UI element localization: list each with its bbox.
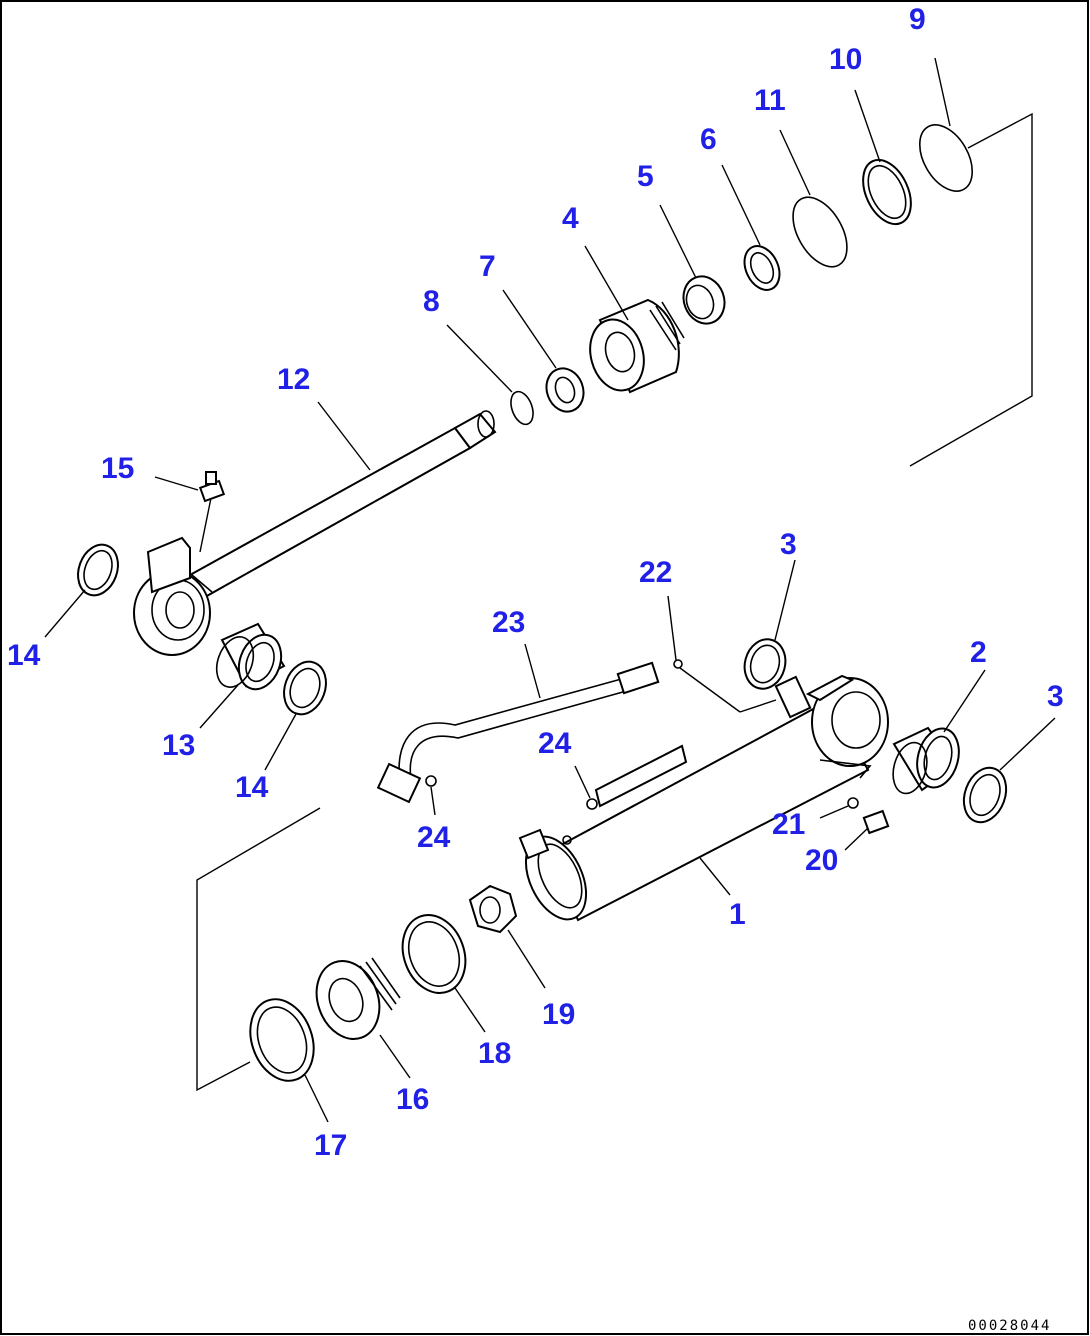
part-17-ring xyxy=(249,998,315,1082)
callout-11: 11 xyxy=(754,84,786,117)
callout-15: 15 xyxy=(101,452,134,485)
callout-19: 19 xyxy=(542,998,575,1031)
callout-8: 8 xyxy=(423,285,440,318)
callout-3-upper: 3 xyxy=(780,528,797,561)
part-5-bushing xyxy=(682,275,726,325)
part-13-bushing xyxy=(215,622,286,691)
bracket-upper xyxy=(909,112,1033,467)
part-3-seal-lower xyxy=(962,766,1008,824)
callout-18: 18 xyxy=(478,1037,511,1070)
callout-13: 13 xyxy=(162,729,195,762)
callout-5: 5 xyxy=(637,160,654,193)
part-8-snap-ring xyxy=(510,390,534,426)
part-2-bushing xyxy=(892,726,960,795)
callouts: 9 10 11 6 5 4 7 8 12 15 14 13 14 3 22 23… xyxy=(7,3,1064,1162)
part-15-grease-fitting xyxy=(198,471,226,553)
callout-23: 23 xyxy=(492,606,525,639)
bracket-lower xyxy=(196,807,321,1092)
callout-14-lower: 14 xyxy=(235,771,269,804)
callout-10: 10 xyxy=(829,43,862,76)
callout-14-upper: 14 xyxy=(7,639,41,672)
part-4-cylinder-head xyxy=(589,298,685,394)
callout-3-lower: 3 xyxy=(1047,680,1064,713)
part-12-piston-rod xyxy=(133,410,497,656)
part-23-pipe xyxy=(376,661,660,804)
part-11-o-ring xyxy=(792,196,848,268)
callout-16: 16 xyxy=(396,1083,429,1116)
callout-22: 22 xyxy=(639,556,672,589)
part-1-cylinder-tube xyxy=(518,674,889,922)
callout-9: 9 xyxy=(909,3,926,36)
drawing-id: 00028044 xyxy=(968,1318,1051,1334)
part-16-piston xyxy=(315,957,401,1040)
callout-4: 4 xyxy=(562,202,579,235)
part-20-plug xyxy=(862,809,890,835)
part-19-nut xyxy=(468,884,518,934)
callout-17: 17 xyxy=(314,1129,347,1162)
part-22-o-ring xyxy=(673,659,683,669)
part-7-nut xyxy=(545,367,585,413)
part-10-backup-ring xyxy=(862,158,912,226)
part-14-seal-lower xyxy=(283,660,327,716)
part-3-seal-upper xyxy=(743,638,787,690)
callout-7: 7 xyxy=(479,250,496,283)
callout-20: 20 xyxy=(805,844,838,877)
part-14-seal-upper xyxy=(77,543,119,597)
callout-24-left: 24 xyxy=(417,821,451,854)
callout-24-middle: 24 xyxy=(538,727,572,760)
callout-6: 6 xyxy=(700,123,717,156)
part-24-o-rings xyxy=(425,775,598,845)
callout-21: 21 xyxy=(772,808,805,841)
part-18-ring xyxy=(401,914,467,994)
part-6-seal xyxy=(743,245,781,291)
part-9-o-ring xyxy=(918,124,974,192)
callout-12: 12 xyxy=(277,363,310,396)
callout-2: 2 xyxy=(970,636,987,669)
callout-1: 1 xyxy=(729,898,746,931)
leader-lines xyxy=(44,57,1056,1123)
part-21-ball xyxy=(847,797,859,809)
